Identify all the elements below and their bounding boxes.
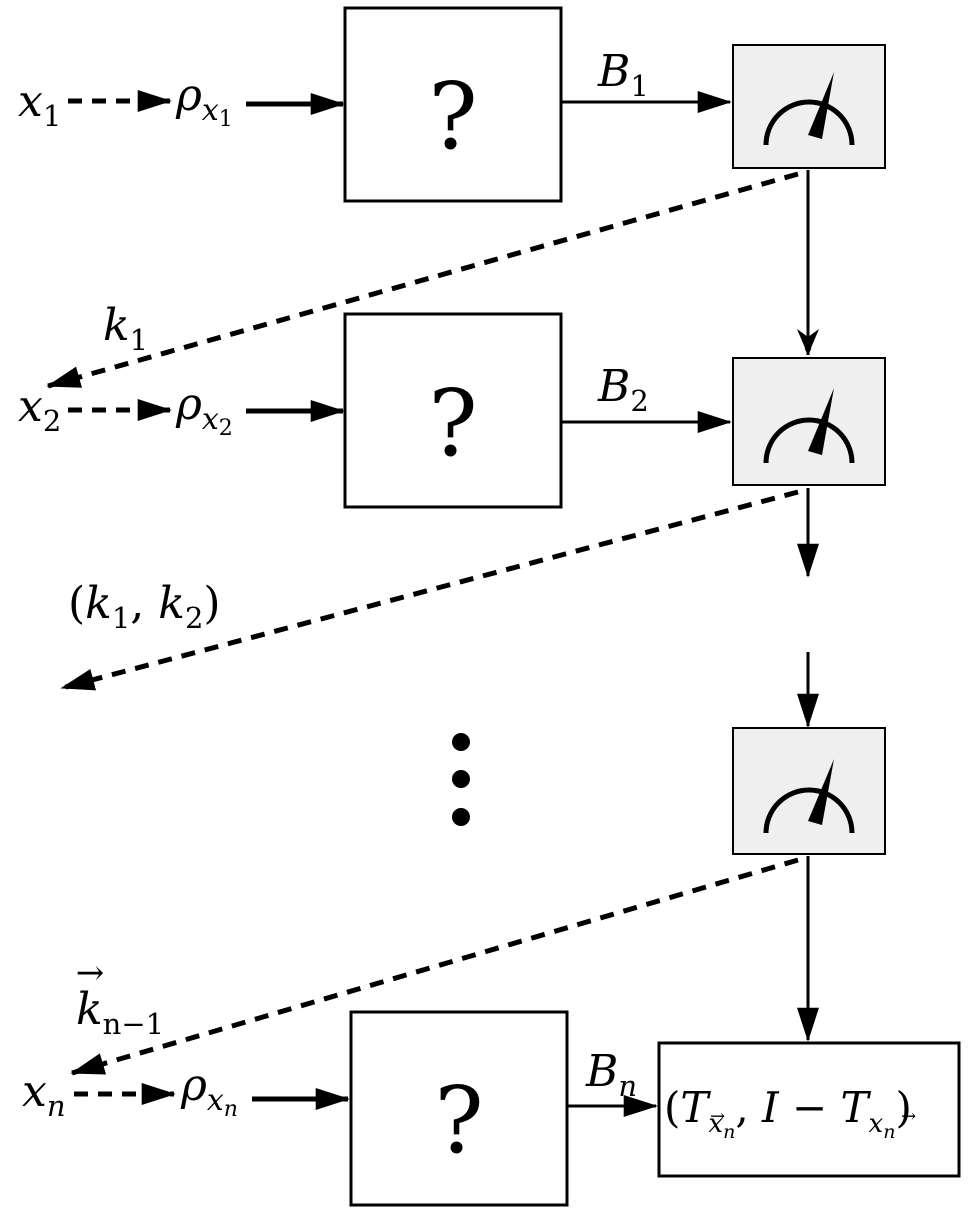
input-x2: x2	[18, 381, 61, 438]
state-rho-x1: ρx1	[175, 70, 233, 132]
gauge-icon	[763, 759, 855, 834]
vector-arrow-x-1: →	[710, 1106, 725, 1127]
label-k1: k1	[103, 300, 148, 357]
question-mark-n: ?	[434, 1067, 483, 1174]
final-povm-box: (Txn, I − Txn) → →	[657, 1041, 961, 1178]
vector-arrow-k: →	[76, 953, 105, 993]
gauge-icon	[763, 388, 855, 464]
input-xn: xn	[22, 1066, 66, 1123]
unknown-box-2	[343, 312, 563, 509]
gauge-icon	[763, 72, 855, 146]
unknown-box-n	[349, 1010, 569, 1207]
meter-n-minus-1	[732, 727, 886, 855]
feedback-arrow-kn-1	[70, 857, 799, 1076]
label-k1-k2: (k1, k2)	[68, 578, 221, 635]
state-rho-xn: ρxn	[180, 1060, 238, 1122]
question-mark-2: ?	[428, 370, 477, 477]
stage-1: x1 ρx1 ? B1	[18, 6, 732, 203]
unknown-box-1	[343, 6, 563, 203]
channel-B2: B2	[597, 361, 649, 418]
state-rho-x2: ρx2	[175, 379, 233, 441]
channel-B1: B1	[597, 46, 649, 103]
ellipsis-dots	[452, 733, 470, 826]
label-k-vec-n-1: kn−1	[76, 984, 164, 1041]
vector-arrow-x-2: →	[901, 1106, 916, 1127]
feedback-arrow-k1	[46, 171, 799, 389]
meter-2	[732, 357, 886, 486]
meter-1	[732, 44, 886, 169]
feedback-arrow-k1-k2	[60, 489, 799, 691]
input-x1: x1	[18, 76, 61, 133]
stage-n: xn ρxn ? Bn	[22, 1010, 658, 1207]
arrowhead-meter2	[797, 329, 819, 355]
channel-Bn: Bn	[585, 1046, 637, 1103]
question-mark-1: ?	[428, 63, 477, 170]
final-povm-label: (Txn, I − Txn)	[664, 1083, 912, 1143]
stage-2: x2 ρx2 ? B2	[18, 312, 732, 509]
